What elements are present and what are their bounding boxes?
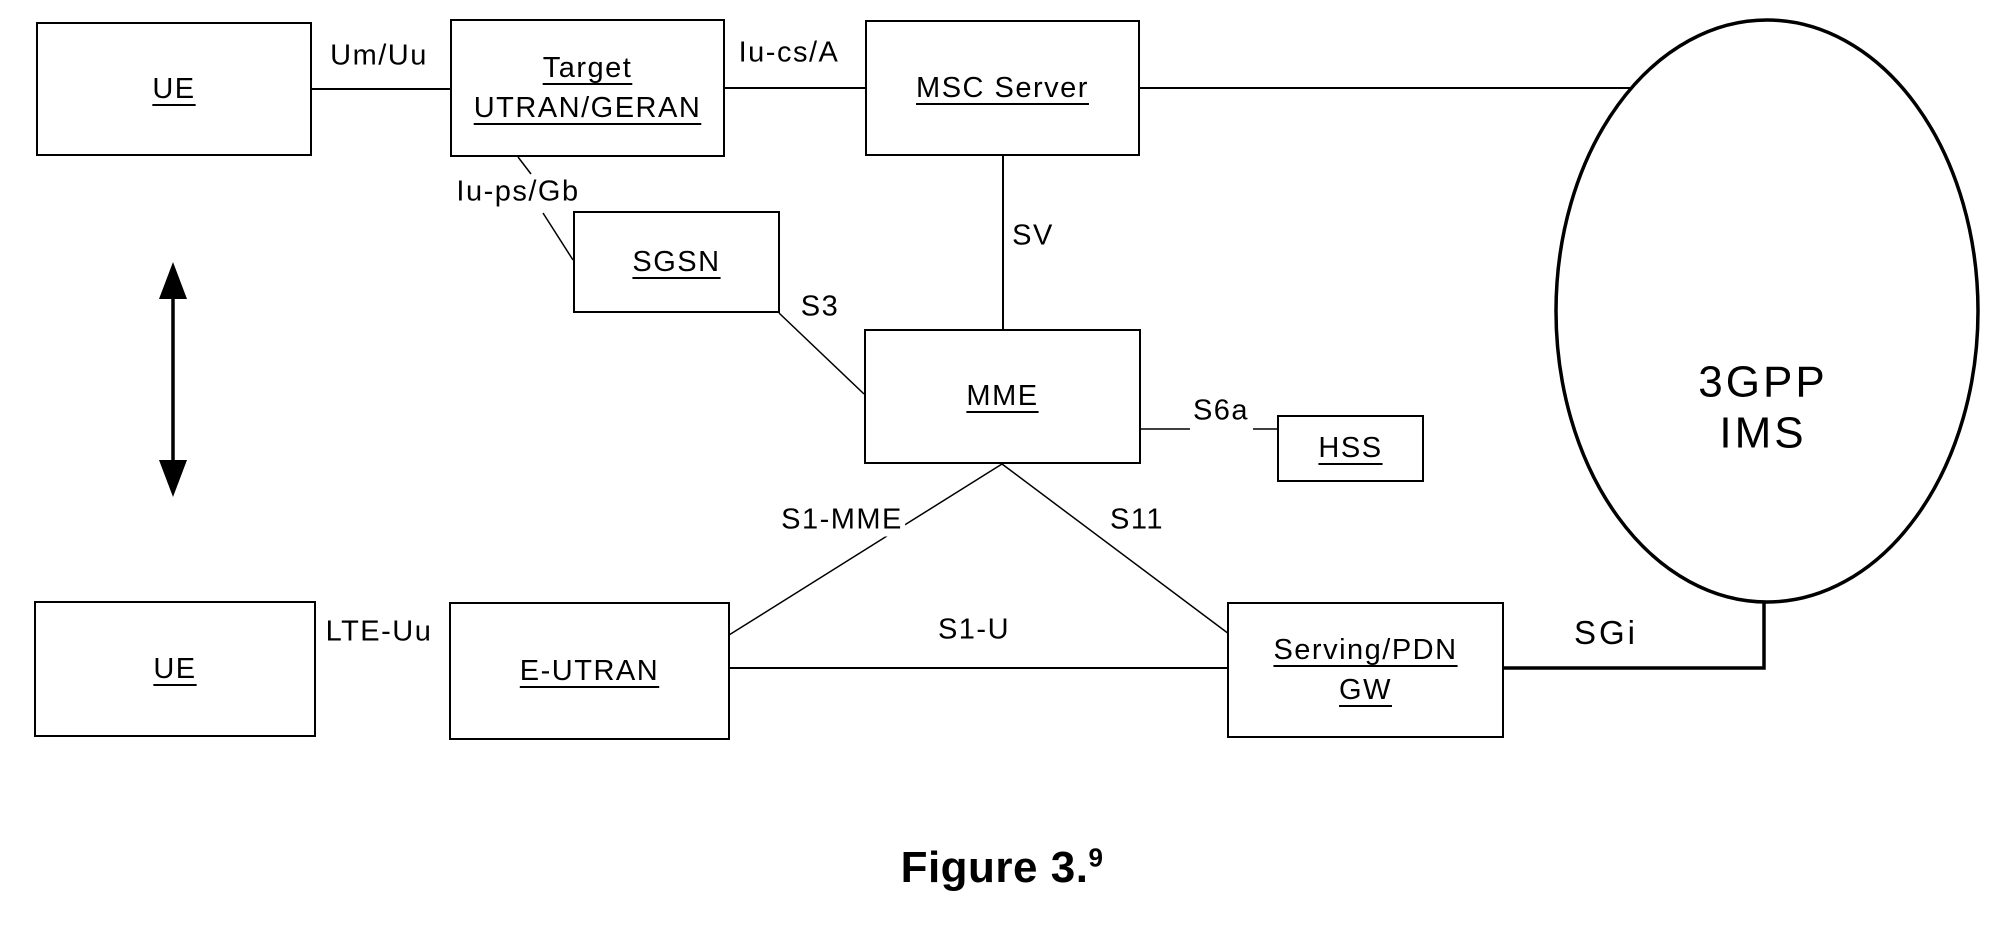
interface-label-s1-mme: S1-MME — [779, 503, 905, 537]
connector-sgi — [1504, 603, 1766, 670]
ue-top-label: UE — [152, 72, 196, 105]
connector-s11 — [1001, 463, 1230, 635]
target-utran-geran-label-line1: Target — [542, 51, 633, 84]
serving-pdn-gw-label-line1: Serving/PDN — [1273, 633, 1458, 666]
interface-label-um-uu: Um/Uu — [328, 39, 430, 73]
interface-label-s11: S11 — [1108, 503, 1166, 537]
target-utran-geran-box: Target UTRAN/GERAN — [450, 19, 725, 157]
interface-label-s1-u: S1-U — [935, 613, 1013, 647]
ims-ellipse — [1554, 18, 1980, 604]
hss-box: HSS — [1277, 415, 1424, 482]
ue-bottom-label: UE — [153, 652, 197, 685]
ims-cloud-label-line2: IMS — [1719, 409, 1807, 458]
figure-caption-text: Figure 3. — [900, 843, 1089, 892]
interface-label-s6a: S6a — [1190, 394, 1252, 428]
interface-label-iu-ps-gb: Iu-ps/Gb — [454, 175, 582, 209]
interface-label-sgi: SGi — [1571, 614, 1641, 652]
sgsn-box: SGSN — [573, 211, 780, 313]
interface-label-lte-uu: LTE-Uu — [323, 615, 435, 649]
interface-label-s3: S3 — [798, 290, 842, 324]
connector-iu-ps-gb-upper — [517, 156, 532, 175]
msc-server-label: MSC Server — [916, 71, 1089, 104]
serving-pdn-gw-label-line2: GW — [1339, 674, 1392, 706]
interface-label-sv: SV — [1010, 219, 1056, 253]
ue-top-box: UE — [36, 22, 312, 156]
sgsn-label: SGSN — [632, 245, 721, 278]
ims-cloud-label-line1: 3GPP — [1698, 357, 1828, 407]
mme-label: MME — [966, 380, 1039, 413]
double-arrow-icon — [159, 262, 187, 497]
connector-s1-mme — [728, 463, 1003, 636]
msc-server-box: MSC Server — [865, 20, 1140, 156]
e-utran-box: E-UTRAN — [449, 602, 730, 740]
figure-caption: Figure 3.9 — [901, 843, 1104, 893]
connector-iu-ps-gb-lower — [542, 212, 574, 261]
target-utran-geran-label-line2: UTRAN/GERAN — [473, 92, 702, 124]
hss-label: HSS — [1318, 432, 1383, 465]
serving-pdn-gw-box: Serving/PDN GW — [1227, 602, 1504, 738]
interface-label-iu-cs-a: Iu-cs/A — [736, 36, 842, 70]
mme-box: MME — [864, 329, 1141, 464]
e-utran-label: E-UTRAN — [519, 654, 660, 687]
connector-s3 — [778, 312, 865, 395]
figure-caption-superscript: 9 — [1088, 842, 1104, 873]
ims-cloud-label: 3GPP IMS — [1698, 357, 1827, 460]
ue-bottom-box: UE — [34, 601, 316, 737]
